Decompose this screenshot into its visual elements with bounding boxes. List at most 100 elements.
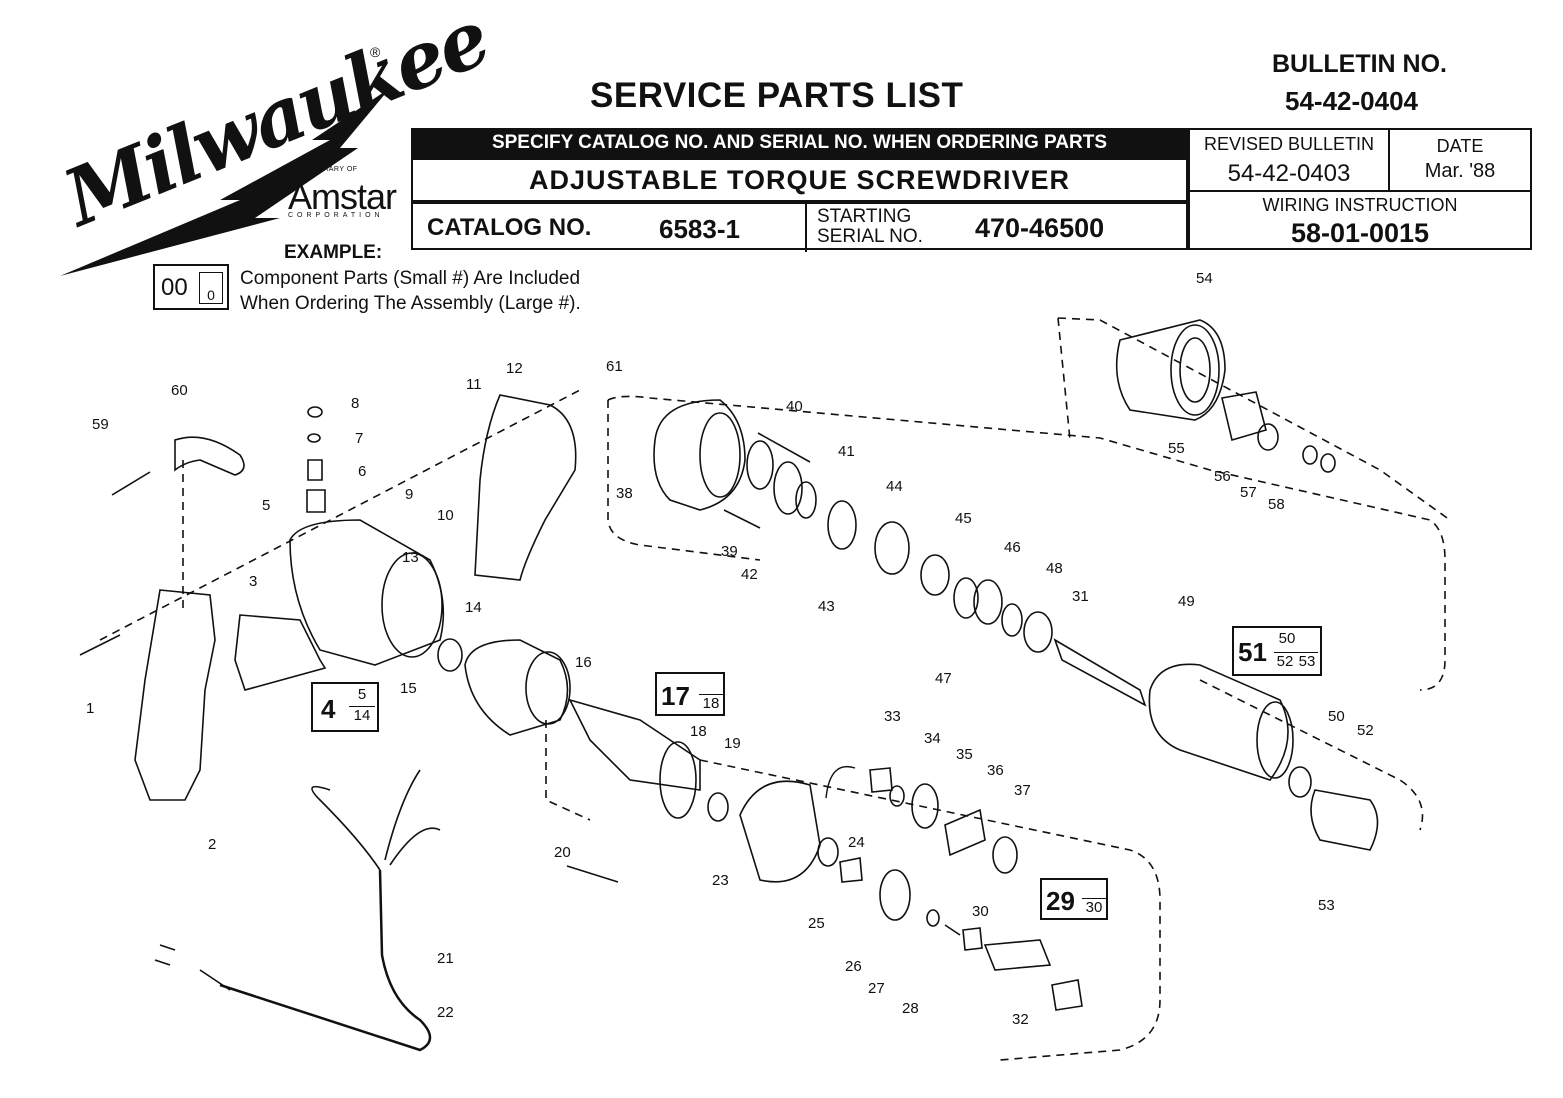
wiring-cell: WIRING INSTRUCTION 58-01-0015 (1188, 190, 1532, 250)
part-label: 36 (987, 762, 1004, 779)
part-label: 28 (902, 1000, 919, 1017)
starting-serial-label: STARTING SERIAL NO. (817, 207, 923, 247)
part-label: 10 (437, 507, 454, 524)
date-label: DATE (1436, 136, 1484, 156)
assembly-number: 4 (321, 694, 336, 724)
catalog-number: 6583-1 (659, 214, 740, 244)
part-label: 21 (437, 950, 454, 967)
part-label: 45 (955, 510, 972, 527)
part-label: 34 (924, 730, 941, 747)
example-small-number: 0 (199, 272, 223, 304)
amstar-corporation-text: CORPORATION (288, 212, 384, 219)
wiring-label: WIRING INSTRUCTION (1262, 195, 1458, 215)
part-label: 47 (935, 670, 952, 687)
chuck-sleeve-shape (1115, 319, 1226, 421)
part-label: 6 (358, 463, 367, 480)
bulletin-number: 54-42-0404 (1285, 86, 1418, 116)
assembly-box-51: 51 50 52 53 (1232, 626, 1322, 676)
divider (805, 204, 807, 252)
component-number: 14 (349, 706, 375, 724)
part-label: 49 (1178, 593, 1195, 610)
part-label: 1 (86, 700, 95, 717)
part-label: 53 (1318, 897, 1335, 914)
part-label: 8 (351, 395, 360, 412)
part-label: 40 (786, 398, 803, 415)
part-label: 58 (1268, 496, 1285, 513)
part-label: 52 (1357, 722, 1374, 739)
starting-label-line1: STARTING (817, 206, 912, 227)
part-label: 30 (972, 903, 989, 920)
part-label: 26 (845, 958, 862, 975)
part-label: 15 (400, 680, 417, 697)
part-label: 60 (171, 382, 188, 399)
component-number: 5 (357, 686, 367, 703)
registered-mark: ® (370, 44, 381, 60)
part-label: 25 (808, 915, 825, 932)
part-label: 16 (575, 654, 592, 671)
example-label: EXAMPLE: (284, 242, 383, 263)
date-cell: DATE Mar. '88 (1388, 128, 1532, 192)
example-text-line2: When Ordering The Assembly (Large #). (240, 293, 581, 314)
ordering-banner: SPECIFY CATALOG NO. AND SERIAL NO. WHEN … (411, 128, 1188, 158)
assembly-number: 17 (661, 681, 690, 711)
assembly-number: 29 (1046, 886, 1075, 916)
part-label: 14 (465, 599, 482, 616)
assembly-box-4: 4 5 14 (311, 682, 379, 732)
subsidiary-text: A SUBSIDIARY OF (290, 166, 358, 173)
product-name: ADJUSTABLE TORQUE SCREWDRIVER (411, 158, 1188, 202)
part-label: 3 (249, 573, 258, 590)
bulletin-label: BULLETIN NO. (1272, 50, 1447, 78)
part-label: 46 (1004, 539, 1021, 556)
part-label: 57 (1240, 484, 1257, 501)
part-label: 23 (712, 872, 729, 889)
component-number: 18 (699, 694, 723, 712)
amstar-logo: Amstar (288, 176, 397, 217)
starting-label-line2: SERIAL NO. (817, 226, 923, 247)
part-label: 38 (616, 485, 633, 502)
part-label: 22 (437, 1004, 454, 1021)
part-label: 48 (1046, 560, 1063, 577)
part-label: 54 (1196, 270, 1213, 287)
part-label: 61 (606, 358, 623, 375)
part-label: 41 (838, 443, 855, 460)
part-label: 43 (818, 598, 835, 615)
component-number: 30 (1082, 898, 1106, 916)
revised-label: REVISED BULLETIN (1203, 134, 1375, 154)
wiring-number: 58-01-0015 (1290, 218, 1430, 248)
part-label: 20 (554, 844, 571, 861)
component-number: 50 (1278, 630, 1296, 647)
part-label: 39 (721, 543, 738, 560)
part-label: 11 (466, 376, 482, 393)
catalog-row: CATALOG NO. 6583-1 STARTING SERIAL NO. 4… (411, 202, 1188, 252)
assembly-box-29: 29 30 (1040, 878, 1108, 920)
part-label: 42 (741, 566, 758, 583)
part-label: 9 (405, 486, 414, 503)
page-title: SERVICE PARTS LIST (590, 76, 964, 115)
part-label: 19 (724, 735, 741, 752)
example-big-number: 00 (161, 274, 188, 301)
part-label: 50 (1328, 708, 1345, 725)
part-label: 59 (92, 416, 109, 433)
part-label: 37 (1014, 782, 1031, 799)
part-label: 24 (848, 834, 865, 851)
assembly-box-17: 17 18 (655, 672, 725, 716)
component-number: 52 (1274, 652, 1296, 670)
part-label: 7 (355, 430, 364, 447)
part-label: 31 (1072, 588, 1089, 605)
part-label: 18 (690, 723, 707, 740)
catalog-label: CATALOG NO. (427, 214, 592, 241)
part-label: 33 (884, 708, 901, 725)
part-label: 27 (868, 980, 885, 997)
serial-number: 470-46500 (975, 213, 1105, 243)
part-label: 32 (1012, 1011, 1029, 1028)
milwaukee-logo: Milwaukee ® A SUBSIDIARY OF Amstar CORPO… (40, 0, 500, 280)
part-label: 44 (886, 478, 903, 495)
revised-number: 54-42-0403 (1227, 160, 1351, 187)
part-label: 35 (956, 746, 973, 763)
part-label: 5 (262, 497, 271, 514)
component-number: 53 (1296, 652, 1318, 670)
example-text-line1: Component Parts (Small #) Are Included (240, 268, 581, 289)
part-label: 2 (208, 836, 217, 853)
assembly-number: 51 (1238, 637, 1267, 667)
